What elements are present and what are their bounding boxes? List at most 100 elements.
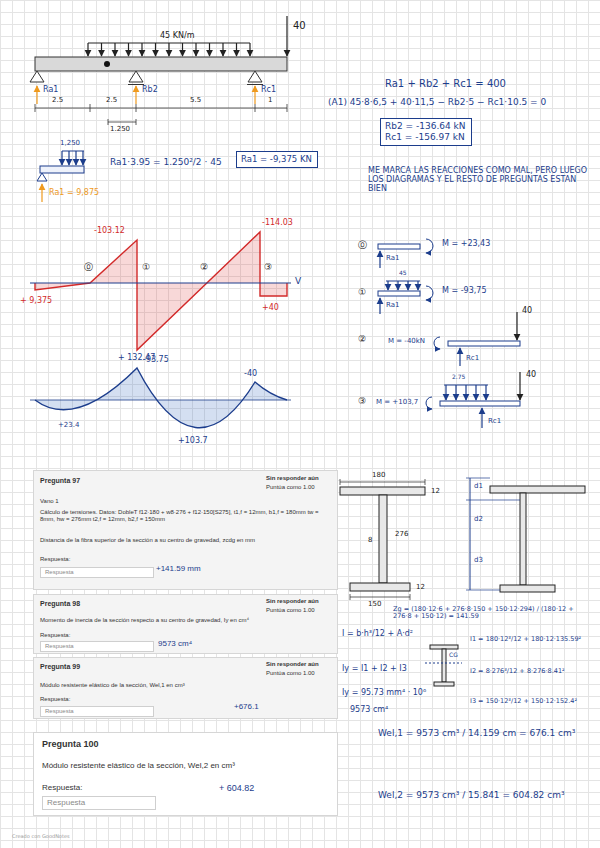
handwritten-note: d3 [474,556,483,564]
question-text: Pregunta 100 [42,739,99,750]
handwritten-note: 2.75 [452,374,465,381]
dimension-line [136,119,137,125]
force-arrow [254,86,255,104]
handwritten-note: 1 [268,96,272,104]
question-text: Respuesta: [40,696,70,703]
handwritten-note: -93.75 [143,355,169,364]
result-text: Rc1 = -156.97 kN [385,132,467,143]
force-arrow [222,43,223,56]
result-box: Rb2 = -136.64 kNRc1 = -156.97 kN [380,118,472,146]
force-arrow [379,251,380,268]
section-sketch [466,500,520,501]
question-text: Vano 1 [40,498,59,505]
handwritten-note: Ra1 = 9,875 [49,188,99,197]
beam-figure [30,71,44,82]
force-arrow [36,86,37,104]
handwritten-note: I2 = 8·276³/12 + 8·276·8.41² [470,668,595,675]
handwritten-note: Wel,1 = 9573 cm³ / 14.159 cm = 676.1 cm³ [378,728,575,738]
handwritten-note: ② [358,334,366,344]
dimension-line [35,104,36,112]
question-text: Respuesta [42,796,156,810]
force-arrow [75,151,76,165]
force-arrow [407,281,408,290]
section-sketch [425,663,462,664]
section-sketch [520,493,526,585]
question-text: Cálculo de tensiones. Datos: DobleT f12·… [40,509,332,523]
section-sketch [490,486,585,493]
handwritten-note: Iy = I1 + I2 + I3 [342,664,407,673]
force-arrow [195,43,196,56]
question-text: Respuesta: [42,783,82,793]
handwritten-note: + 9,375 [20,296,52,305]
handwritten-note: ⓪ [358,240,367,250]
dimension-line [35,108,287,109]
shear-diagram [35,232,287,350]
force-arrow [128,43,129,56]
handwritten-note: 12 [431,487,440,495]
question-text: +141.59 mm [156,564,201,574]
free-body-sketch [426,286,433,300]
section-sketch [466,478,490,479]
handwritten-note: M = -93,75 [442,286,486,295]
handwritten-note: Iy = 95.73 mm⁴ · 10⁶ [342,688,426,697]
handwritten-note: -114.03 [262,218,293,227]
force-arrow [114,43,115,56]
section-sketch [466,590,500,591]
free-body-sketch [378,291,420,296]
handwritten-note: I1 = 180·12³/12 + 180·12·135.59² [470,636,595,643]
section-sketch [425,479,426,485]
section-sketch [340,487,425,495]
handwritten-note: Ra1 [386,301,399,309]
section-sketch [379,495,387,583]
free-body-sketch [434,337,440,349]
question-text: Sin responder aún [266,598,319,605]
question-panel: Pregunta 99Sin responder aúnPuntúa como … [33,657,338,719]
section-sketch [350,597,410,598]
beam-figure [104,61,110,67]
force-arrow [519,372,520,400]
cantilever-sketch [40,166,84,173]
force-arrow [182,43,183,56]
force-arrow [417,281,418,290]
handwritten-note: I3 = 150·12³/12 + 150·12·152.4² [470,698,595,705]
free-body-sketch [440,401,520,406]
question-text: Respuesta [40,641,154,652]
section-sketch [350,583,410,591]
handwritten-note: M = +103,7 [376,398,418,406]
moment-diagram [35,368,287,428]
force-arrow [82,151,83,165]
handwritten-note: 40 [293,20,306,32]
handwritten-note: Rc1 [466,354,479,362]
shear-diagram [35,232,287,350]
handwritten-note: 150 [368,600,381,608]
dimension-line [287,104,288,112]
handwritten-note: ⓪ [84,262,93,272]
handwritten-note: +23.4 [58,421,79,429]
handwritten-note: 1,250 [60,139,80,147]
force-arrow [209,43,210,56]
section-sketch [340,479,341,485]
handwritten-note: ① [142,262,150,272]
force-arrow [481,408,482,428]
question-text: Respuesta: [40,632,70,639]
section-sketch [470,478,471,590]
handwritten-note: Wel,2 = 9573 cm³ / 15.841 = 604.82 cm³ [378,790,565,800]
handwritten-note: Creado con GoodNotes [12,834,70,840]
section-sketch [410,594,411,600]
dimension-line [255,104,256,112]
handwritten-note: M = -40kN [388,337,425,345]
force-arrow [387,281,388,290]
handwritten-note: 1.250 [110,125,130,133]
handwritten-note: M = +23,43 [442,239,490,248]
handwritten-note: Ra1 + Rb2 + Rc1 = 400 [385,78,506,90]
cantilever-sketch [37,173,47,181]
question-text: Módulo resistente elástico de la sección… [42,761,332,771]
question-text: Puntúa como 1.00 [266,670,315,677]
handwritten-note: Ra1 [43,85,58,94]
handwritten-note: 180 [372,471,385,479]
handwritten-note: 40 [526,370,536,379]
question-text: +676.1 [234,702,259,712]
handwritten-note: d2 [474,515,483,523]
moment-diagram [35,368,287,428]
handwritten-note: 12 [416,583,425,591]
